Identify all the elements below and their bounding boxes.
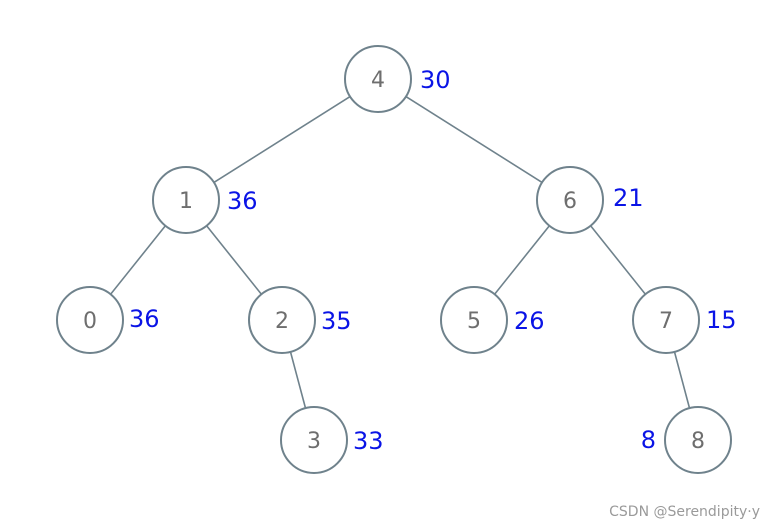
node-key: 3 <box>307 429 321 454</box>
edge-n6-n5 <box>493 225 551 295</box>
node-circle <box>280 406 348 474</box>
node-sum-label: 36 <box>227 187 258 215</box>
node-sum-label: 21 <box>613 184 644 212</box>
node-sum-label: 26 <box>514 307 545 335</box>
edge-n1-n2 <box>205 225 263 295</box>
node-sum-label: 8 <box>641 426 656 454</box>
tree-node-1: 1 36 <box>152 166 258 234</box>
tree-node-8: 88 <box>641 406 732 474</box>
node-circle <box>248 286 316 354</box>
tree-node-5: 5 26 <box>440 286 545 354</box>
node-sum-label: 15 <box>706 306 737 334</box>
edge-n4-n1 <box>213 95 351 184</box>
edge-n2-n3 <box>289 351 307 409</box>
tree-node-2: 2 35 <box>248 286 352 354</box>
node-sum-label: 33 <box>353 427 384 455</box>
node-circle <box>344 45 412 113</box>
edge-n4-n6 <box>405 95 543 184</box>
node-sum-label: 36 <box>129 305 160 333</box>
node-circle <box>152 166 220 234</box>
watermark: CSDN @Serendipity·y <box>609 504 760 520</box>
edge-n1-n0 <box>109 225 167 295</box>
node-circle <box>632 286 700 354</box>
node-key: 2 <box>275 309 289 334</box>
tree-node-7: 7 15 <box>632 286 737 354</box>
tree-node-4: 4 30 <box>344 45 451 113</box>
node-key: 8 <box>691 429 705 454</box>
edge-n7-n8 <box>673 351 691 409</box>
node-circle <box>56 286 124 354</box>
node-key: 4 <box>371 68 385 93</box>
node-circle <box>664 406 732 474</box>
tree-node-0: 0 36 <box>56 286 160 354</box>
node-key: 7 <box>659 309 673 334</box>
node-key: 0 <box>83 309 97 334</box>
node-key: 6 <box>563 189 577 214</box>
edge-n6-n7 <box>589 225 647 295</box>
node-key: 5 <box>467 309 481 334</box>
node-circle <box>440 286 508 354</box>
node-circle <box>536 166 604 234</box>
node-sum-label: 35 <box>321 307 352 335</box>
edges-layer <box>109 95 691 409</box>
node-sum-label: 30 <box>420 66 451 94</box>
tree-node-6: 6 21 <box>536 166 644 234</box>
node-key: 1 <box>179 189 193 214</box>
